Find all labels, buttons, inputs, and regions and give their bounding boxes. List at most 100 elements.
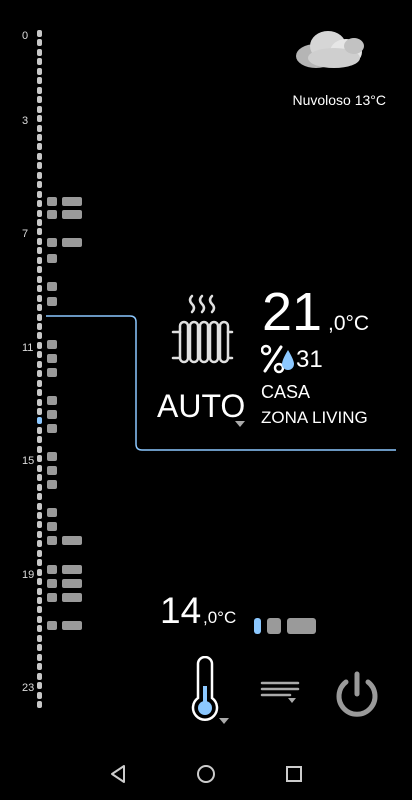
humidity-value: 31 bbox=[296, 346, 323, 373]
timeline-slot[interactable] bbox=[37, 313, 42, 321]
recents-icon[interactable] bbox=[285, 764, 303, 784]
setpoint-temperature-decimal[interactable]: ,0°C bbox=[203, 608, 237, 627]
timeline-slot[interactable] bbox=[37, 408, 42, 415]
mode-dropdown-caret-icon[interactable] bbox=[235, 421, 245, 427]
timeline-slot[interactable] bbox=[37, 285, 42, 293]
weather-summary: Nuvoloso 13°C bbox=[292, 92, 386, 108]
timeline-slot[interactable] bbox=[37, 559, 42, 567]
back-icon[interactable] bbox=[108, 764, 128, 784]
timeline-slot[interactable] bbox=[37, 502, 42, 510]
timeline-slot[interactable] bbox=[37, 162, 42, 170]
timeline-slot[interactable] bbox=[37, 39, 42, 47]
weather-condition: Nuvoloso bbox=[292, 92, 351, 108]
timeline-slot[interactable] bbox=[37, 200, 42, 208]
thermometer-icon[interactable] bbox=[188, 656, 222, 722]
timeline-slot[interactable] bbox=[37, 190, 42, 198]
program-level-block bbox=[62, 210, 82, 219]
program-level-block bbox=[62, 238, 82, 247]
timeline-slot[interactable] bbox=[37, 247, 42, 255]
zone-subname: ZONA LIVING bbox=[261, 408, 368, 427]
timeline-slot[interactable] bbox=[37, 549, 42, 557]
timeline-slot[interactable] bbox=[37, 682, 42, 690]
power-icon[interactable] bbox=[334, 670, 380, 720]
timeline-slot[interactable] bbox=[37, 530, 42, 538]
program-level-block bbox=[62, 536, 82, 545]
program-level-block bbox=[62, 579, 82, 588]
timeline-slot[interactable] bbox=[37, 30, 42, 37]
timeline-slot[interactable] bbox=[37, 181, 42, 189]
timeline-slot[interactable] bbox=[37, 67, 42, 75]
timeline-slot[interactable] bbox=[37, 625, 42, 633]
humidity-icon bbox=[261, 344, 294, 374]
timeline-slot[interactable] bbox=[37, 171, 42, 179]
timeline-slot[interactable] bbox=[37, 48, 42, 56]
timeline-slot[interactable] bbox=[37, 615, 42, 623]
timeline-slot[interactable] bbox=[37, 691, 42, 699]
program-level-block bbox=[62, 621, 82, 630]
timeline-slot[interactable] bbox=[37, 115, 42, 123]
timeline-slot[interactable] bbox=[37, 540, 42, 548]
timeline-slot[interactable] bbox=[37, 464, 42, 472]
timeline-slot[interactable] bbox=[37, 105, 42, 113]
program-level-block bbox=[47, 210, 57, 219]
timeline-slot[interactable] bbox=[37, 398, 42, 406]
timeline-slot[interactable] bbox=[37, 86, 42, 94]
timeline-slot[interactable] bbox=[37, 445, 42, 453]
program-list-icon[interactable] bbox=[260, 680, 300, 704]
thermometer-dropdown-caret-icon[interactable] bbox=[219, 718, 229, 724]
timeline-slot[interactable] bbox=[37, 332, 42, 340]
timeline-slot[interactable] bbox=[37, 360, 42, 368]
timeline-slot[interactable] bbox=[37, 474, 42, 482]
timeline-slot[interactable] bbox=[37, 266, 42, 274]
timeline-slot[interactable] bbox=[37, 228, 42, 236]
timeline-slot[interactable] bbox=[37, 209, 42, 217]
cloud-icon bbox=[296, 31, 364, 68]
timeline-slot[interactable] bbox=[37, 322, 42, 330]
timeline-slot[interactable] bbox=[37, 436, 42, 444]
timeline-slot[interactable] bbox=[37, 143, 42, 151]
timeline-slot[interactable] bbox=[37, 606, 42, 614]
timeline-slot[interactable] bbox=[37, 644, 42, 652]
timeline-slot[interactable] bbox=[37, 219, 42, 226]
timeline-slot[interactable] bbox=[37, 663, 42, 671]
timeline-slot[interactable] bbox=[37, 511, 42, 519]
timeline-slot[interactable] bbox=[37, 483, 42, 491]
timeline-slot[interactable] bbox=[37, 152, 42, 160]
timeline-slot[interactable] bbox=[37, 568, 42, 576]
timeline-slot[interactable] bbox=[37, 634, 42, 642]
timeline-slot[interactable] bbox=[37, 124, 42, 132]
timeline-slot[interactable] bbox=[37, 597, 42, 604]
timeline-slot[interactable] bbox=[37, 77, 42, 85]
timeline-slot[interactable] bbox=[37, 294, 42, 302]
timeline-slot[interactable] bbox=[37, 578, 42, 586]
timeline-slot[interactable] bbox=[37, 389, 42, 397]
timeline-slot[interactable] bbox=[37, 455, 42, 463]
timeline-slot[interactable] bbox=[37, 256, 42, 264]
setpoint-level-2[interactable] bbox=[267, 618, 281, 634]
timeline-slot[interactable] bbox=[37, 587, 42, 595]
timeline-slot[interactable] bbox=[37, 96, 42, 104]
timeline-slot[interactable] bbox=[37, 58, 42, 66]
timeline-slot[interactable] bbox=[37, 275, 42, 283]
home-icon[interactable] bbox=[196, 764, 216, 784]
timeline-slot[interactable] bbox=[37, 700, 42, 708]
timeline-slot[interactable] bbox=[37, 379, 42, 387]
timeline-current-slot[interactable] bbox=[37, 417, 42, 425]
timeline-slot[interactable] bbox=[37, 653, 42, 661]
setpoint-level-3[interactable] bbox=[287, 618, 316, 634]
program-level-block bbox=[62, 197, 82, 206]
timeline-slot[interactable] bbox=[37, 672, 42, 680]
timeline-slot[interactable] bbox=[37, 341, 42, 349]
setpoint-level-1[interactable] bbox=[254, 618, 261, 634]
timeline-slot[interactable] bbox=[37, 426, 42, 434]
timeline-slot[interactable] bbox=[37, 304, 42, 312]
setpoint-temperature-integer[interactable]: 14 bbox=[160, 590, 202, 631]
timeline-slot[interactable] bbox=[37, 493, 42, 501]
timeline-slot[interactable] bbox=[37, 351, 42, 359]
timeline-slot[interactable] bbox=[37, 521, 42, 529]
timeline-slot[interactable] bbox=[37, 237, 42, 245]
timeline-slot[interactable] bbox=[37, 133, 42, 141]
mode-selector[interactable]: AUTO bbox=[157, 388, 246, 424]
timeline-slot[interactable] bbox=[37, 370, 42, 378]
